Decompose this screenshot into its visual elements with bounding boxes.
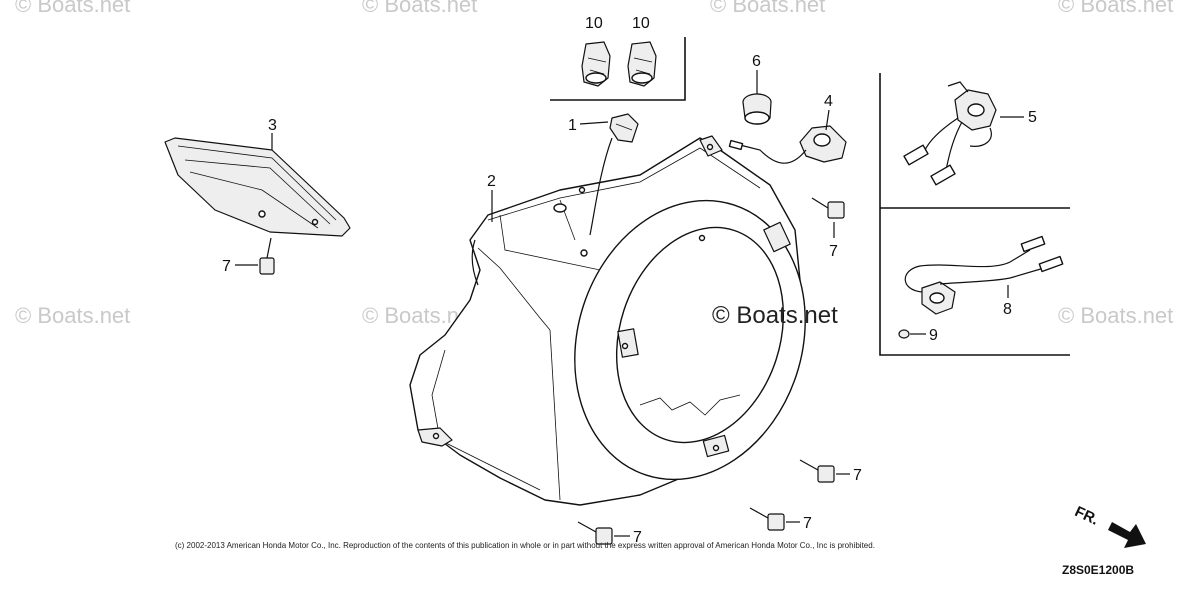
callout-5: 5	[1028, 109, 1037, 126]
callout-7-right: 7	[853, 467, 862, 484]
watermark-mid-4: © Boats.net	[1058, 303, 1173, 328]
watermark-top-2: © Boats.net	[362, 0, 477, 17]
callout-1: 1	[568, 117, 577, 134]
watermark-mid-1: © Boats.net	[15, 303, 130, 328]
callout-7-left: 7	[633, 529, 642, 546]
clip-inset-frame	[550, 37, 686, 101]
watermark-center: © Boats.net	[712, 302, 838, 329]
copyright-notice: (c) 2002-2013 American Honda Motor Co., …	[175, 541, 875, 550]
callout-numbers: 1 2 3 4 5 6 7 7 7 7 7 8 9 10 10	[222, 15, 1037, 546]
part-wire-harness	[904, 235, 1064, 315]
part-grommet	[742, 93, 772, 125]
watermark-top-3: © Boats.net	[710, 0, 825, 17]
front-label: FR.	[1072, 503, 1101, 529]
bolt-d	[749, 507, 785, 531]
bolt-a	[259, 237, 275, 275]
sensor-inset-frame	[879, 73, 1070, 356]
callout-8: 8	[1003, 301, 1012, 318]
part-cable-clip	[580, 113, 639, 257]
callout-6: 6	[752, 53, 761, 70]
watermark-top-1: © Boats.net	[15, 0, 130, 17]
part-switch-assembly	[903, 81, 997, 186]
watermark-top-4: © Boats.net	[1058, 0, 1173, 17]
front-arrow-icon	[1108, 522, 1146, 548]
callout-10-a: 10	[585, 15, 603, 32]
part-small-grommet	[898, 329, 910, 339]
bolt-e	[577, 521, 613, 545]
callout-9: 9	[929, 327, 938, 344]
callout-3: 3	[268, 117, 277, 134]
front-indicator: FR.	[1072, 503, 1146, 548]
part-guard-plate	[164, 137, 351, 237]
bolt-c	[799, 459, 835, 483]
callout-2: 2	[487, 173, 496, 190]
part-oil-sensor	[728, 125, 847, 164]
callout-7-sensor: 7	[829, 243, 838, 260]
callout-10-b: 10	[632, 15, 650, 32]
part-fan-cover	[409, 135, 806, 506]
bolt-b	[811, 197, 845, 219]
callout-7-guard: 7	[222, 258, 231, 275]
part-bolts	[259, 197, 845, 545]
callout-7-bottom: 7	[803, 515, 812, 532]
leader-lines	[235, 70, 1024, 537]
diagram-code: Z8S0E1200B	[1062, 563, 1134, 577]
part-clips-inset	[581, 41, 657, 87]
callout-4: 4	[824, 93, 833, 110]
